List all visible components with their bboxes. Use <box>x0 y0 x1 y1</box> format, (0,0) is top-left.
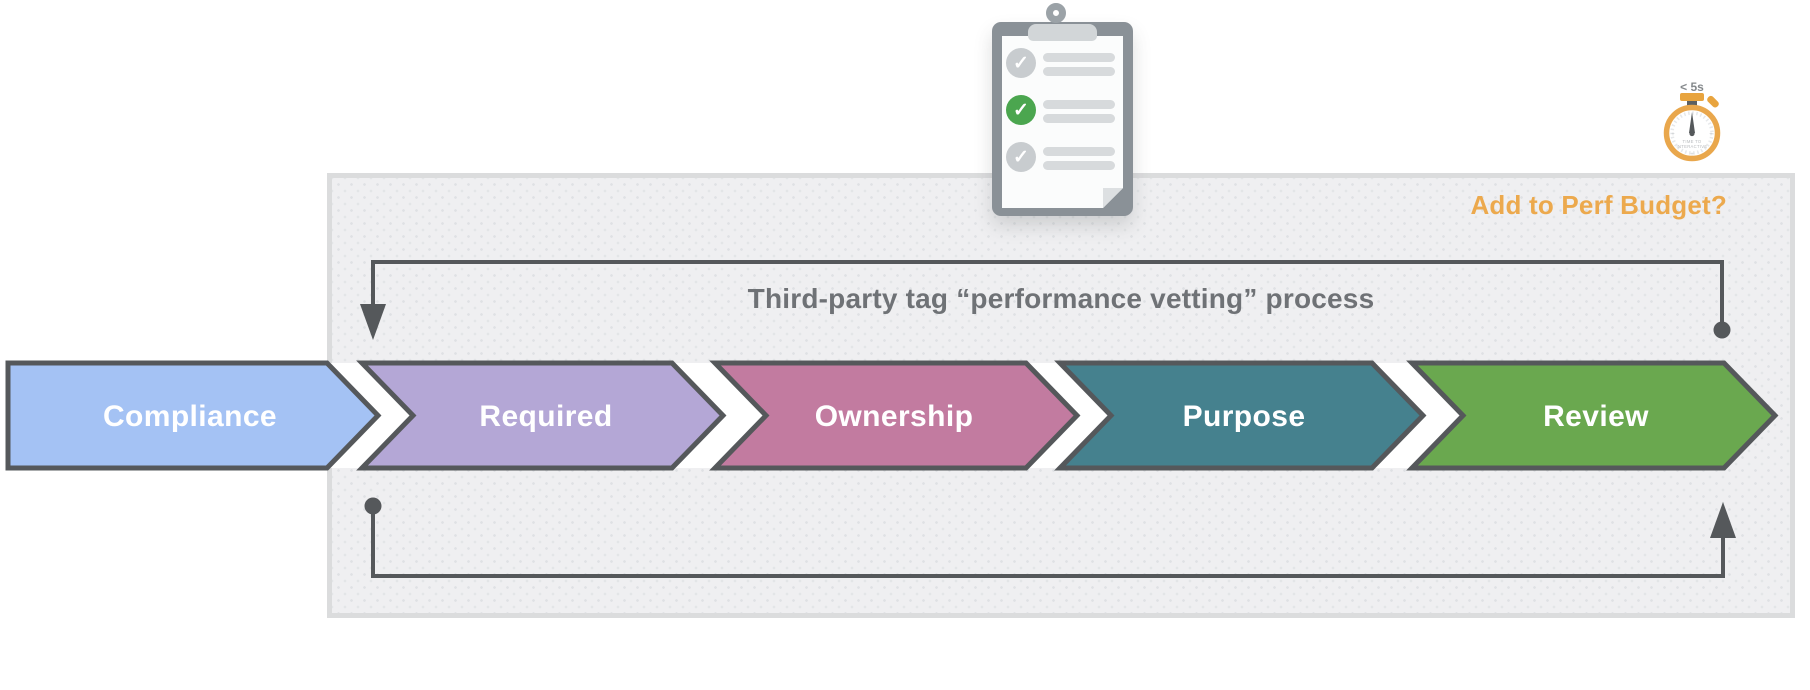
stopwatch-face-label-line2: INTERACTIVE <box>1677 144 1708 149</box>
process-title: Third-party tag “performance vetting” pr… <box>747 283 1375 314</box>
step-review-chevron <box>1406 360 1779 471</box>
stopwatch-face-mark: + <box>1690 152 1694 158</box>
step-ownership-label: Ownership <box>815 400 974 433</box>
loop-bottom-start-dot <box>364 497 382 515</box>
stopwatch-icon: < 5s TIME TO INTERACTIVE + + + <box>1663 80 1721 162</box>
step-required-chevron <box>356 360 727 471</box>
checklist-item-3-line <box>1043 147 1115 156</box>
loop-bottom-arrowhead-icon <box>1710 502 1736 538</box>
stopwatch-time-label: < 5s <box>1680 80 1704 94</box>
stopwatch-side-knob <box>1707 95 1719 108</box>
step-compliance-label: Compliance <box>103 400 277 433</box>
checklist-item-3-check-icon: ✓ <box>1006 142 1036 172</box>
stopwatch-tick-marks <box>1670 111 1714 155</box>
clipboard-ring-icon <box>1046 3 1066 23</box>
checklist-item-1-line <box>1043 67 1115 76</box>
stopwatch-needle-hub <box>1689 130 1695 137</box>
step-ownership-chevron <box>709 360 1081 471</box>
checklist-item-3-line <box>1043 161 1115 170</box>
step-purpose-label: Purpose <box>1183 400 1306 433</box>
checklist-item-1-check-icon: ✓ <box>1006 48 1036 78</box>
step-required-label: Required <box>479 400 612 433</box>
checklist-item-2-check-icon: ✓ <box>1006 95 1036 125</box>
checklist-item-2-line <box>1043 100 1115 109</box>
stopwatch-face-mark: + <box>1709 132 1713 138</box>
stopwatch-face-label-line1: TIME TO <box>1683 139 1702 144</box>
step-compliance-chevron <box>5 360 382 471</box>
stopwatch-stem <box>1687 99 1697 108</box>
step-review-label: Review <box>1543 400 1649 433</box>
perf-budget-question: Add to Perf Budget? <box>1470 190 1727 220</box>
stopwatch-button <box>1680 93 1704 101</box>
loop-top-start-dot <box>1713 321 1731 339</box>
loop-top-arrowhead-icon <box>360 304 386 340</box>
stopwatch-needle-icon <box>1689 112 1695 133</box>
clipboard-clip <box>1028 24 1097 41</box>
checklist-clipboard-icon: ✓ ✓ ✓ <box>990 3 1135 218</box>
stopwatch-face-mark: + <box>1671 132 1675 138</box>
loop-top <box>371 260 1724 330</box>
checklist-item-1-line <box>1043 53 1115 62</box>
checklist-item-2-line <box>1043 114 1115 123</box>
process-steps: Compliance Required Ownership Purpose Re… <box>5 360 1779 471</box>
step-purpose-chevron <box>1054 360 1427 471</box>
loop-bottom <box>371 506 1725 578</box>
